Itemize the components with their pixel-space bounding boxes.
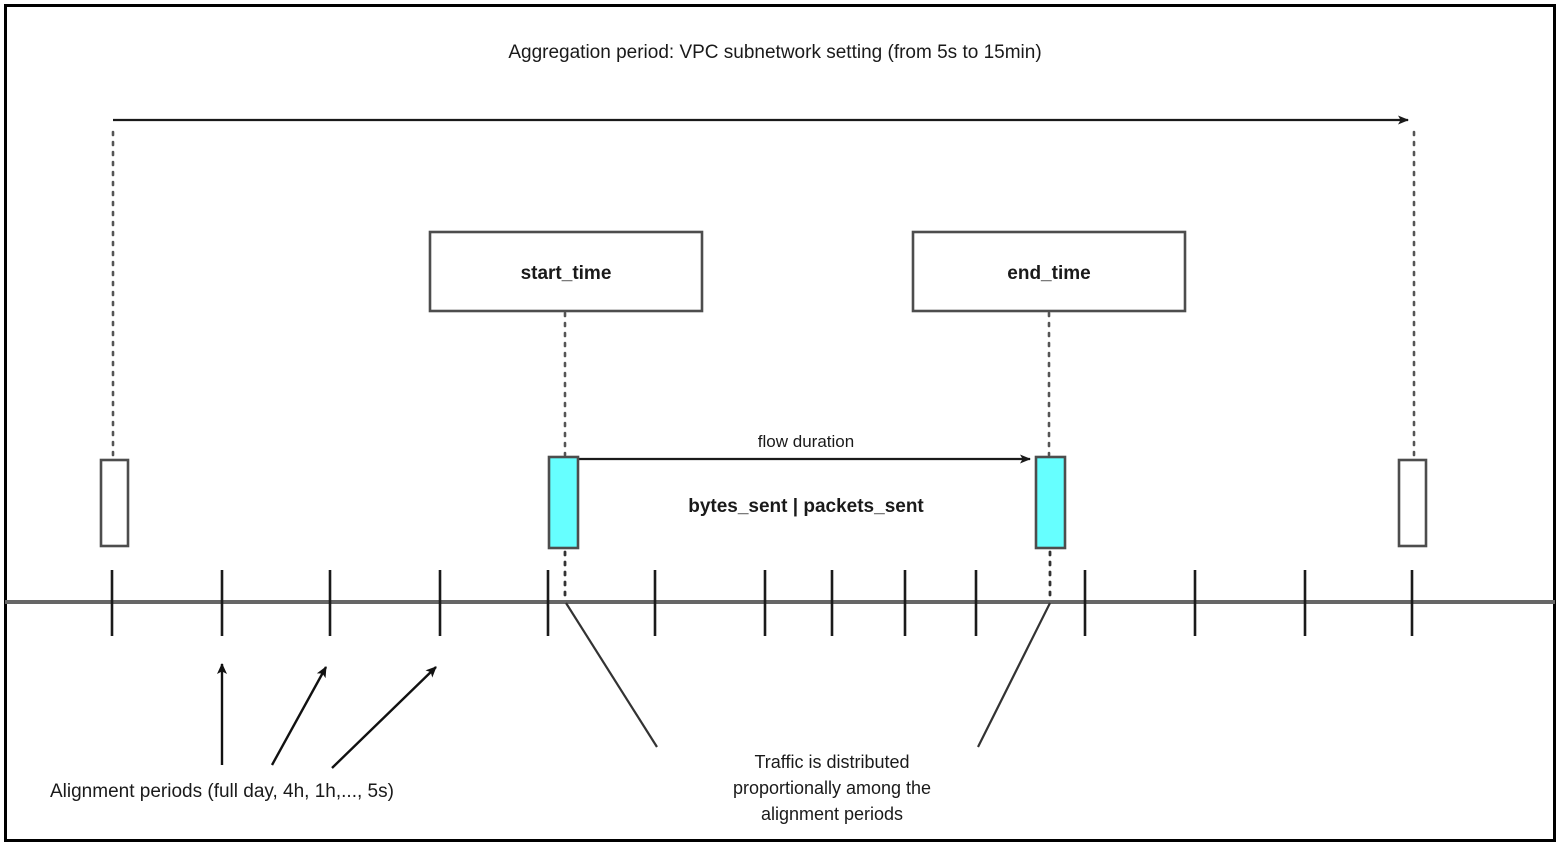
traffic-note-line-3: alignment periods <box>761 804 903 824</box>
flow-duration-label: flow duration <box>758 432 854 451</box>
alignment-callout-arrow-3 <box>331 666 437 769</box>
start-time-label: start_time <box>521 263 612 284</box>
diagram-title: Aggregation period: VPC subnetwork setti… <box>508 42 1041 63</box>
flow-end-marker <box>1034 455 1067 550</box>
end-time-label: end_time <box>1007 263 1090 284</box>
diagram-border <box>4 4 1556 842</box>
start-time-box <box>428 230 704 313</box>
traffic-note-line-1: Traffic is distributed <box>754 752 909 772</box>
timeline-ticks <box>110 570 1414 636</box>
aggregation-boundary-left <box>99 458 130 548</box>
traffic-note-leader-right <box>977 602 1051 748</box>
flow-metrics-label: bytes_sent | packets_sent <box>688 496 924 517</box>
flow-start-marker <box>547 455 580 550</box>
traffic-note-line-2: proportionally among the <box>733 778 931 798</box>
alignment-periods-label: Alignment periods (full day, 4h, 1h,...,… <box>50 781 394 802</box>
end-time-box <box>911 230 1187 313</box>
traffic-note-leader-left <box>565 602 658 748</box>
alignment-callout-arrow-2 <box>270 666 328 766</box>
aggregation-boundary-right <box>1397 458 1428 548</box>
